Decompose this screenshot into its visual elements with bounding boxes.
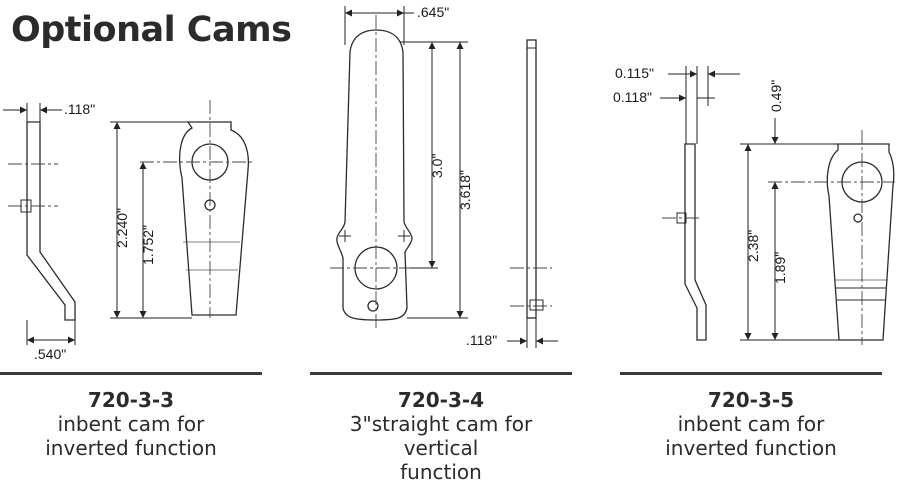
cam-description-line-1: inbent cam for bbox=[677, 412, 825, 436]
cam3-inner-height-label: 1.89" bbox=[772, 252, 788, 284]
cam2-thickness-label: .118" bbox=[466, 332, 497, 348]
cam-code: 720-3-4 bbox=[397, 388, 485, 412]
cam2-small-hole bbox=[367, 300, 379, 312]
cam2-width-label: .645" bbox=[417, 4, 449, 20]
cam2-overall-label: 3.618" bbox=[457, 170, 473, 210]
caption-cam-720-3-5: 720-3-5 inbent cam for inverted function bbox=[620, 388, 882, 460]
cam3-side-view bbox=[684, 143, 707, 341]
cam-720-3-3-drawing: .118" .540" 2.240" 1.752" bbox=[3, 100, 255, 362]
cam2-side-view bbox=[526, 39, 537, 319]
cam-technical-drawing: .118" .540" 2.240" 1.752" bbox=[3, 4, 895, 362]
cam1-inner-height-label: 1.752" bbox=[140, 225, 156, 265]
cam2-front-view bbox=[336, 29, 413, 321]
cam1-thickness-label: .118" bbox=[64, 101, 95, 117]
divider-cam-720-3-4 bbox=[310, 372, 572, 375]
caption-cam-720-3-3: 720-3-3 inbent cam for inverted function bbox=[0, 388, 262, 460]
cam3-dim-a-label: 0.115" bbox=[615, 65, 654, 81]
cam-code: 720-3-3 bbox=[87, 388, 175, 412]
cam1-offset-label: .540" bbox=[34, 346, 66, 362]
cam2-side-pin bbox=[529, 299, 544, 311]
cam3-dim-c-label: 0.49" bbox=[768, 80, 784, 112]
cam3-dim-b-label: 0.118" bbox=[613, 89, 652, 105]
caption-cam-720-3-4: 720-3-4 3"straight cam for vertical func… bbox=[310, 388, 572, 484]
cam-code: 720-3-5 bbox=[707, 388, 795, 412]
divider-cam-720-3-5 bbox=[620, 372, 882, 375]
divider-cam-720-3-3 bbox=[0, 372, 262, 375]
cam3-small-hole bbox=[853, 213, 863, 223]
cam1-side-view bbox=[26, 121, 76, 321]
cam1-outer-height-label: 2.240" bbox=[114, 208, 130, 248]
cam2-inner-label: 3.0" bbox=[429, 154, 445, 178]
cam-description-line-1: 3"straight cam for vertical bbox=[349, 412, 533, 460]
cam-720-3-4-drawing: .645" 3.0" 3.618" .118" bbox=[330, 4, 558, 348]
page-title: Optional Cams bbox=[11, 10, 292, 50]
cam-description-line-2: inverted function bbox=[665, 436, 837, 460]
cam-description-line-2: function bbox=[400, 460, 482, 484]
cam-720-3-5-drawing: 0.115" 0.118" 0.49" 2.38" 1.89" bbox=[613, 65, 895, 345]
cam-description-line-2: inverted function bbox=[45, 436, 217, 460]
cam-description-line-1: inbent cam for bbox=[57, 412, 205, 436]
cam3-outer-height-label: 2.38" bbox=[745, 230, 761, 262]
